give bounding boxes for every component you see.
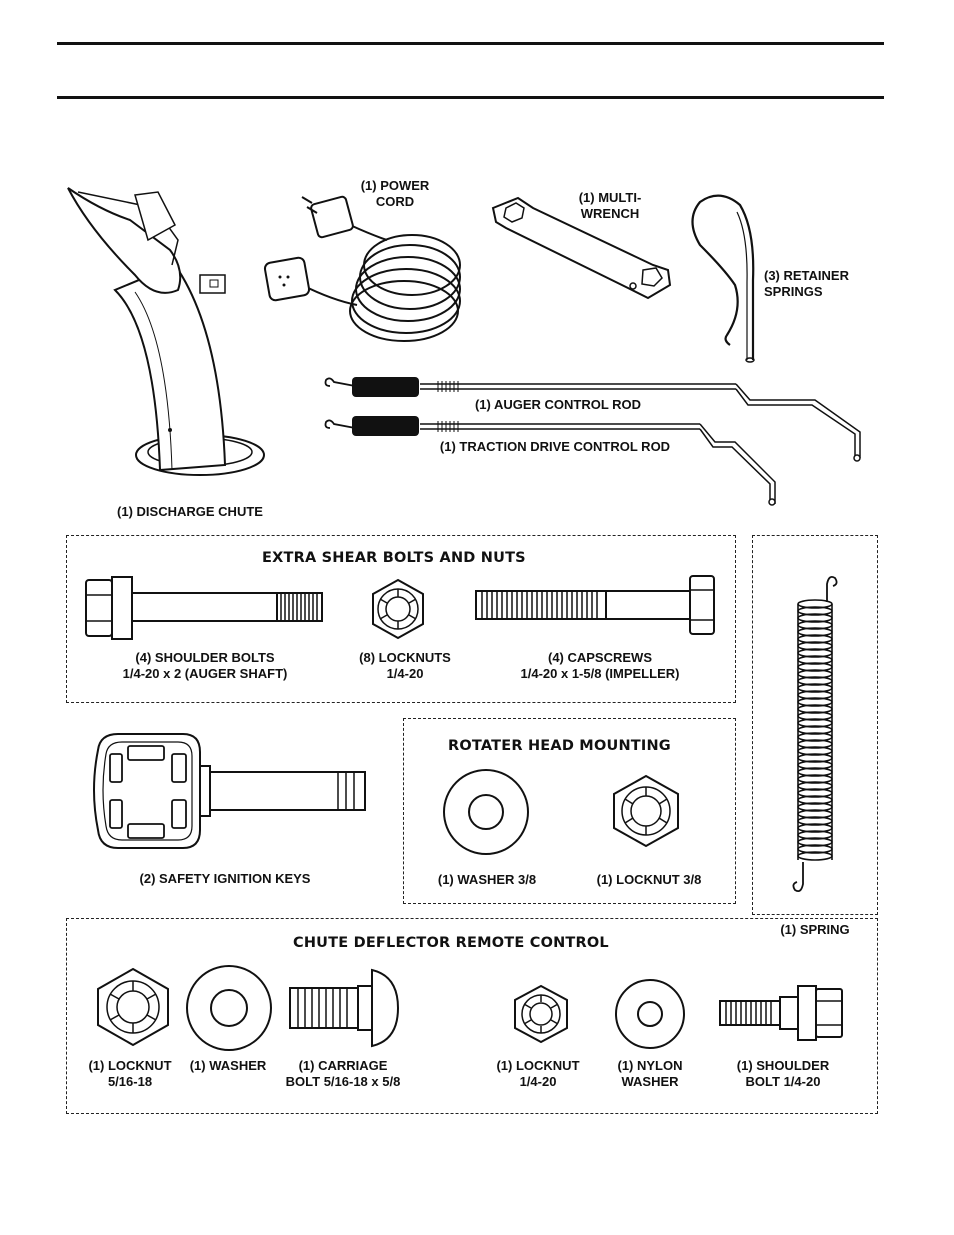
- capscrews-label-line1: (4) CAPSCREWS: [547, 650, 652, 665]
- locknut-5-16-label-line1: (1) LOCKNUT: [88, 1058, 172, 1073]
- nylon-washer-label: (1) NYLON WASHER: [600, 1058, 700, 1090]
- shear-bolts-heading: EXTRA SHEAR BOLTS AND NUTS: [262, 550, 526, 566]
- multi-wrench-label-line2: WRENCH: [580, 206, 640, 221]
- chute-deflector-box: [66, 918, 878, 1114]
- discharge-chute-label: (1) DISCHARGE CHUTE: [117, 504, 263, 519]
- shoulder-bolt-1-4-illustration: [719, 985, 843, 1041]
- locknuts-label-line1: (8) LOCKNUTS: [359, 650, 451, 665]
- nylon-washer-label-line2: WASHER: [621, 1074, 679, 1089]
- locknut-1-4-label-line2: 1/4-20: [519, 1074, 557, 1089]
- nylon-washer-label-line1: (1) NYLON: [617, 1058, 683, 1073]
- locknut-1-4-illustration: [514, 984, 568, 1044]
- auger-control-rod-label: (1) AUGER CONTROL ROD: [474, 397, 642, 412]
- washer-3-8-illustration: [443, 769, 529, 855]
- retainer-spring-illustration: [691, 194, 755, 363]
- shoulder-bolt-illustration: [85, 576, 323, 640]
- carriage-bolt-label: (1) CARRIAGE BOLT 5/16-18 x 5/8: [272, 1058, 414, 1090]
- power-cord-illustration: [263, 195, 461, 342]
- spring-illustration: [792, 575, 838, 893]
- power-cord-label: (1) POWER CORD: [340, 178, 450, 210]
- carriage-bolt-label-line1: (1) CARRIAGE: [298, 1058, 388, 1073]
- retainer-springs-label-line1: (3) RETAINER: [764, 268, 849, 283]
- safety-ignition-key-illustration: [93, 733, 366, 849]
- shoulder-bolt-1-4-label-line1: (1) SHOULDER: [736, 1058, 830, 1073]
- locknut-3-8-label: (1) LOCKNUT 3/8: [596, 872, 702, 887]
- spring-box: [752, 535, 878, 915]
- locknut-5-16-label: (1) LOCKNUT 5/16-18: [80, 1058, 180, 1090]
- multi-wrench-illustration: [491, 196, 672, 300]
- locknut-5-16-illustration: [97, 967, 169, 1047]
- capscrews-label-line2: 1/4-20 x 1-5/8 (IMPELLER): [520, 666, 680, 681]
- shear-bolts-box: [66, 535, 736, 703]
- auger-control-rod-illustration: [324, 377, 861, 462]
- traction-drive-control-rod-label: (1) TRACTION DRIVE CONTROL ROD: [439, 439, 671, 454]
- locknut-1-4-label-line1: (1) LOCKNUT: [496, 1058, 580, 1073]
- safety-ignition-keys-label: (2) SAFETY IGNITION KEYS: [139, 871, 311, 886]
- retainer-springs-label-line2: SPRINGS: [764, 284, 823, 299]
- spring-label: (1) SPRING: [780, 922, 850, 937]
- locknut-1-4-label: (1) LOCKNUT 1/4-20: [488, 1058, 588, 1090]
- shoulder-bolts-label-line1: (4) SHOULDER BOLTS: [135, 650, 275, 665]
- shoulder-bolts-label: (4) SHOULDER BOLTS 1/4-20 x 2 (AUGER SHA…: [100, 650, 310, 682]
- rotater-head-heading: ROTATER HEAD MOUNTING: [448, 738, 671, 754]
- washer-label: (1) WASHER: [189, 1058, 267, 1073]
- header-rule-bottom: [57, 96, 884, 99]
- capscrews-label: (4) CAPSCREWS 1/4-20 x 1-5/8 (IMPELLER): [500, 650, 700, 682]
- power-cord-label-line1: (1) POWER: [360, 178, 430, 193]
- washer-illustration: [186, 965, 272, 1051]
- rotater-head-box: [403, 718, 736, 904]
- carriage-bolt-label-line2: BOLT 5/16-18 x 5/8: [285, 1074, 401, 1089]
- locknut-illustration: [372, 578, 424, 640]
- locknut-5-16-label-line2: 5/16-18: [107, 1074, 153, 1089]
- shoulder-bolt-1-4-label-line2: BOLT 1/4-20: [745, 1074, 821, 1089]
- locknut-3-8-illustration: [613, 774, 679, 848]
- carriage-bolt-illustration: [289, 968, 400, 1048]
- chute-deflector-heading: CHUTE DEFLECTOR REMOTE CONTROL: [293, 935, 609, 951]
- multi-wrench-label: (1) MULTI- WRENCH: [555, 190, 665, 222]
- discharge-chute-illustration: [67, 187, 265, 476]
- locknuts-label: (8) LOCKNUTS 1/4-20: [345, 650, 465, 682]
- multi-wrench-label-line1: (1) MULTI-: [578, 190, 642, 205]
- capscrew-illustration: [475, 575, 715, 635]
- washer-3-8-label: (1) WASHER 3/8: [437, 872, 537, 887]
- traction-drive-control-rod-illustration: [324, 416, 776, 506]
- retainer-springs-label: (3) RETAINER SPRINGS: [764, 268, 874, 300]
- power-cord-label-line2: CORD: [375, 194, 415, 209]
- nylon-washer-illustration: [615, 979, 685, 1049]
- header-rule-top: [57, 42, 884, 45]
- shoulder-bolts-label-line2: 1/4-20 x 2 (AUGER SHAFT): [122, 666, 288, 681]
- locknuts-label-line2: 1/4-20: [386, 666, 424, 681]
- shoulder-bolt-1-4-label: (1) SHOULDER BOLT 1/4-20: [722, 1058, 844, 1090]
